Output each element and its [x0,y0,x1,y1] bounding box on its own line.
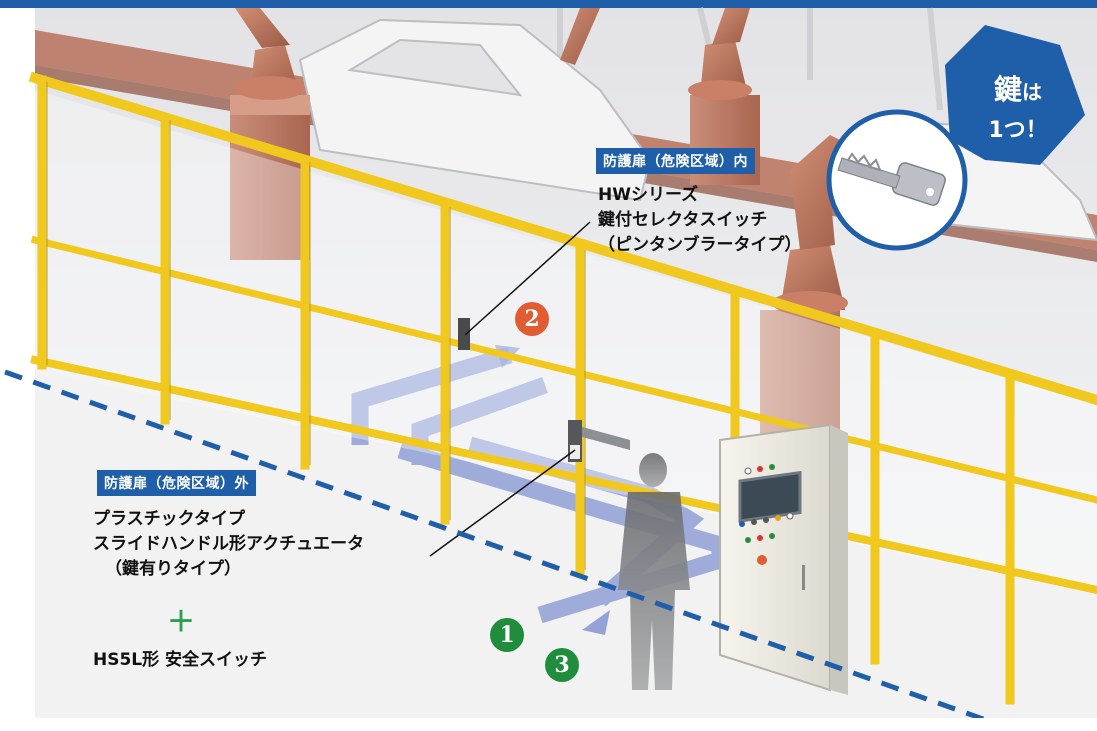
safety-switch-label: HS5L形 安全スイッチ [93,650,268,670]
inside-zone-tag: 防護扉（危険区域）内 [596,148,755,174]
slide-handle-actuator [568,420,630,462]
outside-product-line: スライドハンドル形アクチュエータ [93,534,365,554]
control-panel-icon [719,423,848,695]
industrial-robot-icon [230,8,310,260]
outside-product-line: プラスチックタイプ [93,509,245,529]
leader-line-inside [464,221,591,336]
step-3-badge: 3 [545,648,579,682]
inside-product-label: HWシリーズ 鍵付セレクタスイッチ （ピンタンブラータイプ） [598,183,802,258]
outside-zone-tag: 防護扉（危険区域）外 [97,470,256,496]
leader-line-outside [429,449,576,557]
worker-silhouette-icon [618,453,690,690]
key-callout-count: 1つ！ [988,118,1048,143]
key-callout-small: は [1022,80,1042,104]
selector-switch-device [458,318,470,350]
step-1-badge: 1 [490,618,524,652]
key-callout-big: 鍵 [993,73,1022,106]
inside-product-line: （ピンタンブラータイプ） [598,235,802,255]
danger-zone-boundary [4,369,1001,728]
top-frame-bar [0,0,1097,8]
outside-product-line: （鍵有りタイプ） [105,559,241,579]
outside-product-label: プラスチックタイプ スライドハンドル形アクチュエータ （鍵有りタイプ） [93,507,364,582]
plus-sign: ＋ [167,605,196,638]
safety-fence [28,71,1097,705]
inside-product-line: HWシリーズ [598,185,699,205]
step-2-badge: 2 [515,302,549,336]
inside-product-line: 鍵付セレクタスイッチ [598,210,768,230]
key-callout [826,25,1085,251]
key-callout-text: 鍵は [963,68,1073,108]
key-icon [837,152,946,206]
